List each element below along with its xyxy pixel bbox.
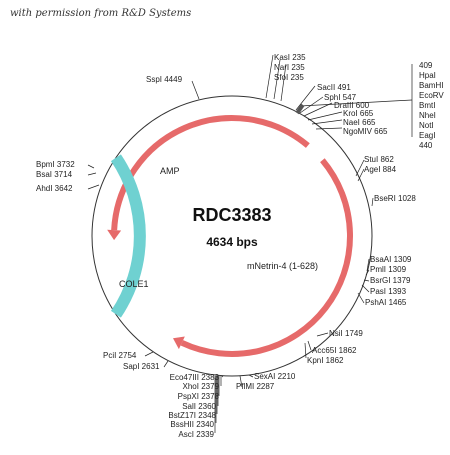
feature-arc-0 [111, 115, 310, 231]
backbone-circle [91, 95, 373, 377]
site-kroi: KroI 665 [343, 109, 374, 118]
site-ngomiv: NgoMIV 665 [343, 127, 388, 136]
site-bseri: BseRI 1028 [374, 194, 416, 203]
site-mcs-nhei: NheI [419, 111, 436, 120]
site-pasi: PasI 1393 [370, 287, 407, 296]
site-agei: AgeI 884 [364, 165, 397, 174]
site-bsrgi: BsrGI 1379 [370, 276, 411, 285]
site-eco47iii: Eco47III 2383 [170, 373, 220, 382]
site-nari: NarI 235 [274, 63, 305, 72]
site-sapi: SapI 2631 [123, 362, 160, 371]
site-stui: StuI 862 [364, 155, 394, 164]
site-mcs-ecorv: EcoRV [419, 91, 444, 100]
site-bsai: BsaI 3714 [36, 170, 73, 179]
site-markers [295, 103, 305, 115]
feature-arc-2 [110, 154, 146, 318]
site-naei: NaeI 665 [343, 118, 376, 127]
site-asci: AscI 2339 [178, 430, 214, 439]
feature-label-amp: AMP [160, 166, 180, 176]
site-sacii: SacII 491 [317, 83, 351, 92]
feature-arrowhead-0 [107, 229, 122, 241]
feature-arc-1 [180, 158, 353, 357]
site-sali: SalI 2360 [182, 402, 216, 411]
site-nsii: NsiI 1749 [329, 329, 363, 338]
feature-label-mnetrin: mNetrin-4 (1-628) [247, 261, 318, 271]
site-pcii: PciI 2754 [103, 351, 137, 360]
site-ahdi: AhdI 3642 [36, 184, 73, 193]
site-mcs-bamhi: BamHI [419, 81, 443, 90]
feature-layer [107, 115, 353, 357]
site-kasi: KasI 235 [274, 53, 306, 62]
site-bpmi: BpmI 3732 [36, 160, 75, 169]
site-pshai: PshAI 1465 [365, 298, 407, 307]
plasmid-name: RDC3383 [192, 205, 271, 225]
site-mcs-bmti: BmtI [419, 101, 435, 110]
site-bsshii: BssHII 2340 [170, 420, 214, 429]
site-mcs-409: 409 [419, 61, 433, 70]
site-pflmi: PflMI 2287 [236, 382, 275, 391]
site-sfoi: SfoI 235 [274, 73, 304, 82]
feature-label-cole1: COLE1 [119, 279, 149, 289]
site-bsaai: BsaAI 1309 [370, 255, 412, 264]
site-sexai: SexAI 2210 [254, 372, 296, 381]
site-bstz17i: BstZ17I 2348 [168, 411, 216, 420]
site-leader-lines [87, 54, 413, 433]
plasmid-size: 4634 bps [206, 235, 258, 249]
site-mcs-440: 440 [419, 141, 433, 150]
site-mcs-eagi: EagI [419, 131, 435, 140]
credit-text: with permission from R&D Systems [10, 8, 192, 19]
site-mcs-hpai: HpaI [419, 71, 436, 80]
feature-arrowhead-1 [173, 336, 185, 350]
site-sspi: SspI 4449 [146, 75, 183, 84]
site-pmli: PmlI 1309 [370, 265, 407, 274]
site-acc65i: Acc65I 1862 [312, 346, 357, 355]
site-draiii: DraIII 600 [334, 101, 370, 110]
site-xhoi: XhoI 2379 [183, 382, 220, 391]
site-pspxi: PspXI 2378 [178, 392, 220, 401]
site-mcs-noti: NotI [419, 121, 434, 130]
site-kpni: KpnI 1862 [307, 356, 344, 365]
site-sphi: SphI 547 [324, 93, 357, 102]
